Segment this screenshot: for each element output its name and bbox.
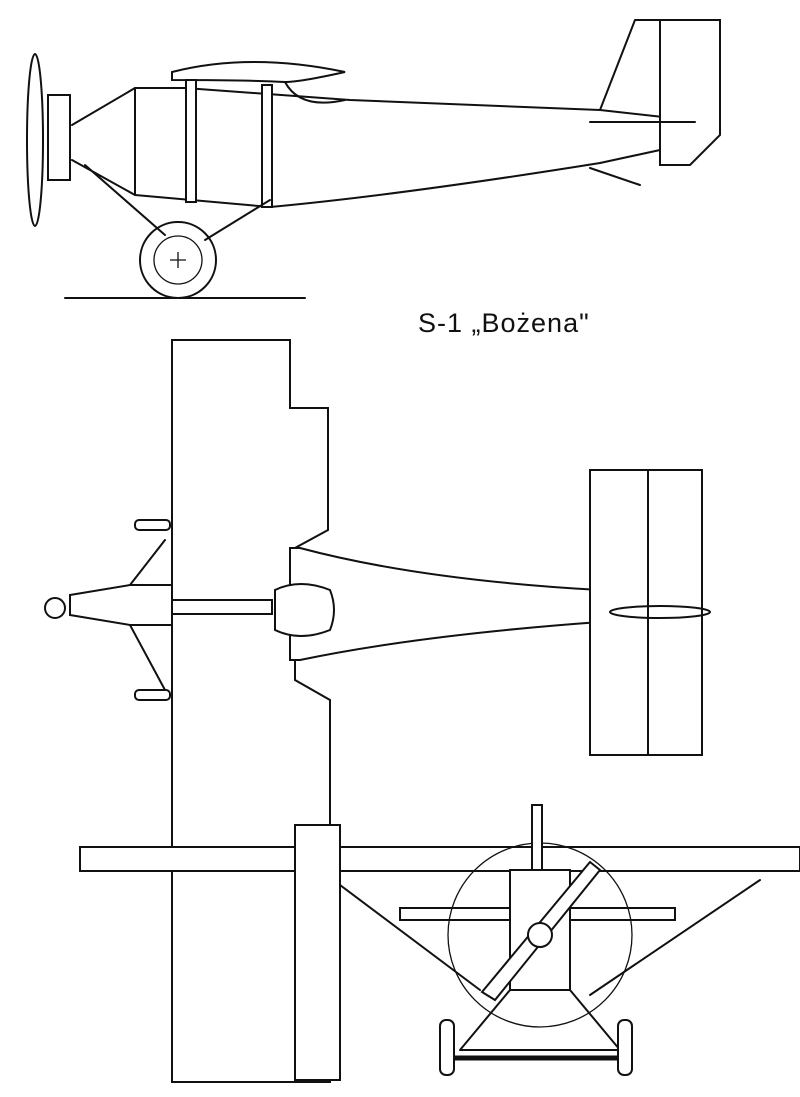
side-landing-gear-struts: [84, 164, 271, 241]
side-engine: [47, 94, 71, 181]
side-upper-wing: [171, 61, 346, 84]
drawing-title: S-1 „Bożena": [418, 308, 590, 338]
top-rear-fuselage: [289, 547, 601, 661]
front-wing: [79, 846, 800, 872]
side-view: [26, 19, 721, 299]
side-fuselage-bottom: [71, 149, 661, 208]
top-nose: [69, 584, 173, 626]
top-cockpit: [274, 583, 335, 637]
front-gear: [459, 989, 621, 1051]
top-engine: [44, 597, 66, 619]
front-wheel-right: [617, 1019, 633, 1076]
front-wheel-left: [439, 1019, 455, 1076]
side-fuselage-top: [71, 87, 691, 126]
front-wingtip-panel: [294, 824, 341, 1081]
side-fin: [599, 19, 661, 166]
top-tailplane: [589, 469, 703, 756]
top-view: [44, 339, 711, 1083]
front-view: [79, 804, 800, 1081]
side-propeller: [26, 53, 44, 227]
side-rudder: [659, 19, 721, 166]
